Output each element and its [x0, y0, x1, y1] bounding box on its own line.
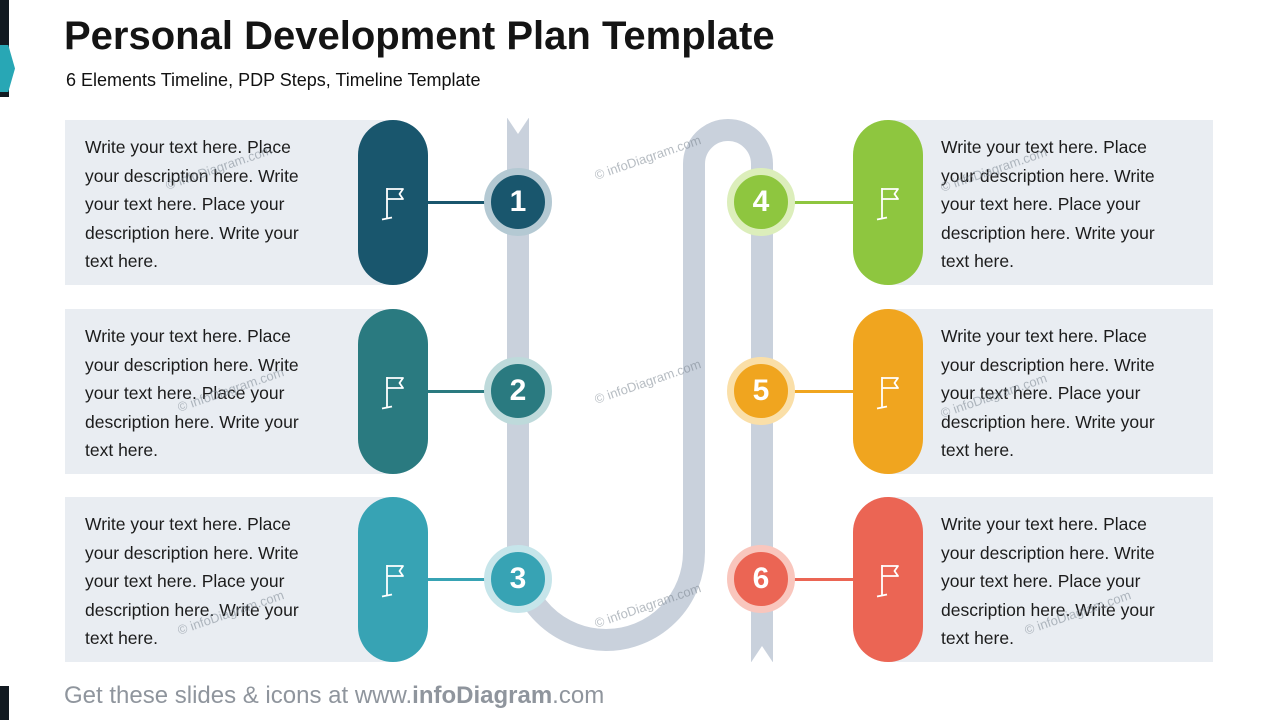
item-3-connector — [426, 578, 486, 581]
item-5-number: 5 — [752, 374, 770, 407]
item-4-pill — [853, 120, 923, 285]
item-1-connector — [426, 201, 486, 204]
item-2-number: 2 — [509, 374, 527, 407]
flag-icon — [381, 564, 404, 597]
flag-icon — [876, 564, 899, 597]
item-6-text: Write your text here. Place your descrip… — [941, 514, 1155, 648]
item-4-connector — [793, 201, 856, 204]
item-5-connector — [793, 390, 856, 393]
flag-icon — [381, 187, 404, 220]
path-end-notch — [750, 646, 774, 664]
page-title: Personal Development Plan Template — [64, 14, 775, 58]
flag-icon — [876, 376, 899, 409]
item-4-node: 4 — [727, 168, 795, 236]
teal-bookmark-icon — [0, 45, 15, 92]
item-3-number: 3 — [509, 562, 527, 595]
item-4-text: Write your text here. Place your descrip… — [941, 137, 1155, 271]
footer-brand: infoDiagram — [412, 682, 553, 709]
item-3-text: Write your text here. Place your descrip… — [85, 514, 299, 648]
item-1-node: 1 — [484, 168, 552, 236]
item-4-text-box: Write your text here. Place your descrip… — [888, 120, 1213, 285]
item-5-text: Write your text here. Place your descrip… — [941, 326, 1155, 460]
flag-icon — [876, 187, 899, 220]
edge-bar-bottom — [0, 686, 9, 720]
item-5-pill — [853, 309, 923, 474]
item-5-node: 5 — [727, 357, 795, 425]
item-6-node: 6 — [727, 545, 795, 613]
item-6-text-box: Write your text here. Place your descrip… — [888, 497, 1213, 662]
item-2-node: 2 — [484, 357, 552, 425]
item-1-pill — [358, 120, 428, 285]
item-2-text: Write your text here. Place your descrip… — [85, 326, 299, 460]
item-3-text-box: Write your text here. Place your descrip… — [65, 497, 393, 662]
item-1-text: Write your text here. Place your descrip… — [85, 137, 299, 271]
item-3-node: 3 — [484, 545, 552, 613]
page-subtitle: 6 Elements Timeline, PDP Steps, Timeline… — [66, 70, 481, 90]
item-4-number: 4 — [752, 185, 770, 218]
flag-icon — [381, 376, 404, 409]
footer-prefix: Get these slides & icons at www. — [64, 682, 413, 709]
path-start-notch — [506, 116, 530, 134]
item-1-text-box: Write your text here. Place your descrip… — [65, 120, 393, 285]
item-3-pill — [358, 497, 428, 662]
item-5-text-box: Write your text here. Place your descrip… — [888, 309, 1213, 474]
item-2-text-box: Write your text here. Place your descrip… — [65, 309, 393, 474]
footer-credit: Get these slides & icons at www.infoDiag… — [64, 682, 604, 710]
item-6-connector — [793, 578, 856, 581]
item-6-number: 6 — [752, 562, 770, 595]
item-2-connector — [426, 390, 486, 393]
item-6-pill — [853, 497, 923, 662]
timeline-road — [507, 118, 773, 662]
item-1-number: 1 — [509, 185, 527, 218]
footer-suffix: .com — [552, 682, 605, 709]
item-2-pill — [358, 309, 428, 474]
